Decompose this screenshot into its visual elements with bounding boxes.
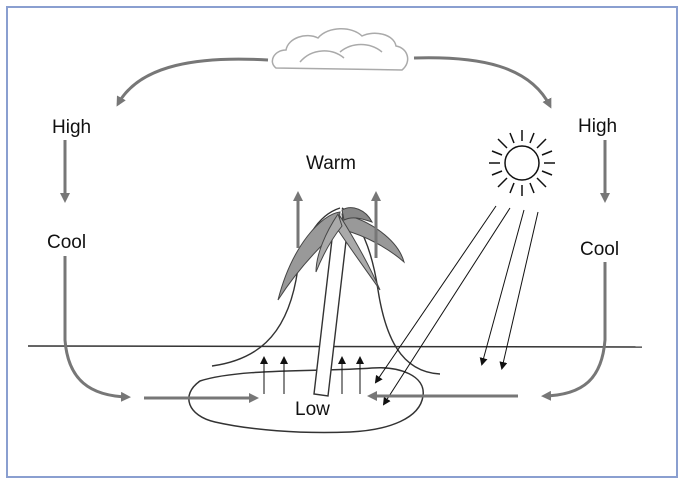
palm-tree-icon — [277, 207, 405, 397]
left-down-curve — [63, 256, 131, 402]
cool-right-label: Cool — [580, 239, 620, 260]
sun-rays — [374, 205, 539, 406]
heat-rise-arrows — [260, 356, 364, 394]
right-down-curve — [541, 262, 607, 401]
top-right-arrow — [413, 56, 552, 109]
cool-left-label: Cool — [47, 232, 87, 253]
circulation-arrows — [60, 56, 610, 403]
high-left-label: High — [52, 117, 92, 138]
warm-label: Warm — [306, 153, 356, 174]
ground-line — [27, 345, 643, 348]
low-label: Low — [295, 399, 330, 420]
sun-icon — [489, 130, 555, 196]
top-left-arrow — [116, 57, 269, 107]
warm-rise-arrows — [293, 191, 381, 258]
high-right-label: High — [578, 116, 618, 137]
cloud-icon — [271, 28, 409, 71]
